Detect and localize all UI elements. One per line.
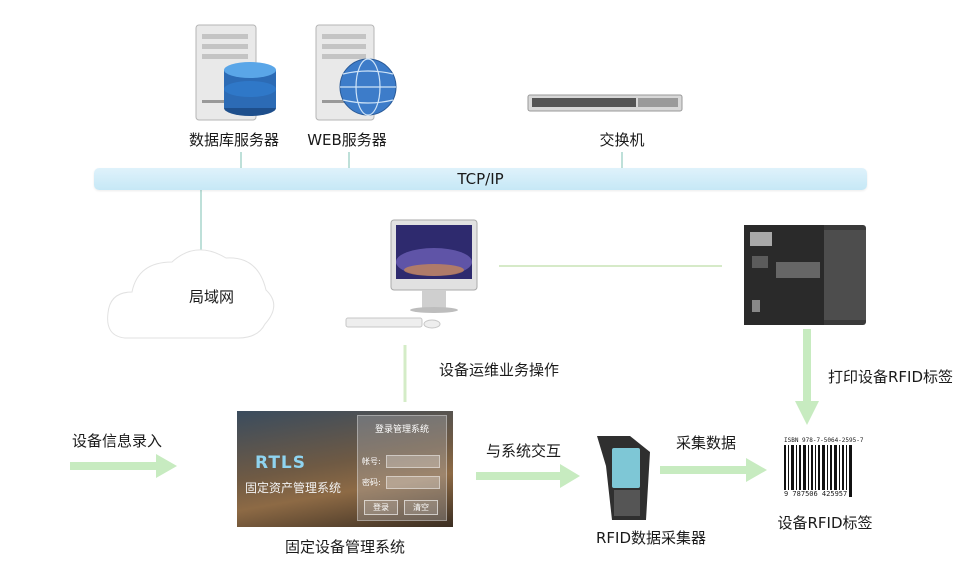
barcode-digits: 9 787506 425957 <box>784 490 848 498</box>
switch-label: 交换机 <box>599 131 645 149</box>
account-input[interactable] <box>386 455 440 468</box>
lan-cloud-icon <box>107 249 275 339</box>
login-screen: RTLS 固定资产管理系统 登录管理系统 帐号: 密码: 登录 清空 <box>237 411 453 527</box>
rtls-logo: RTLS <box>255 453 306 473</box>
network-switch-icon <box>527 94 683 112</box>
rfid-tag-label: 设备RFID标签 <box>777 514 873 532</box>
entry-arrow <box>70 454 177 478</box>
barcode-icon <box>784 445 852 497</box>
lan-label: 局域网 <box>189 288 235 306</box>
web-server-label: WEB服务器 <box>307 131 387 149</box>
print-label: 打印设备RFID标签 <box>828 368 954 386</box>
database-server-icon <box>195 24 276 121</box>
interact-label: 与系统交互 <box>486 442 562 460</box>
collect-label: 采集数据 <box>676 434 737 452</box>
desktop-computer-icon <box>345 219 478 329</box>
database-server-label: 数据库服务器 <box>188 131 280 149</box>
web-server-icon <box>315 24 397 121</box>
printer-arrow <box>795 329 819 425</box>
account-label: 帐号: <box>362 457 381 466</box>
entry-label: 设备信息录入 <box>72 432 163 450</box>
clear-button[interactable]: 清空 <box>404 500 438 515</box>
rfid-reader-icon <box>597 436 650 520</box>
login-subtitle: 固定资产管理系统 <box>245 481 342 495</box>
fixed-system-label: 固定设备管理系统 <box>284 538 406 556</box>
interact-arrow <box>476 464 580 488</box>
login-button[interactable]: 登录 <box>364 500 398 515</box>
login-dialog-title: 登录管理系统 <box>374 425 429 435</box>
ops-label: 设备运维业务操作 <box>439 361 560 379</box>
password-input[interactable] <box>386 476 440 489</box>
password-label: 密码: <box>362 478 381 487</box>
login-dialog: 登录管理系统 帐号: 密码: 登录 清空 <box>357 415 447 521</box>
rfid-reader-label: RFID数据采集器 <box>595 529 707 547</box>
tcp-ip-bus: TCP/IP <box>94 168 867 190</box>
label-printer-icon <box>744 225 866 325</box>
collect-arrow <box>660 458 767 482</box>
barcode-isbn: ISBN 978-7-5064-2595-7 <box>784 437 864 444</box>
bus-label: TCP/IP <box>457 170 504 188</box>
